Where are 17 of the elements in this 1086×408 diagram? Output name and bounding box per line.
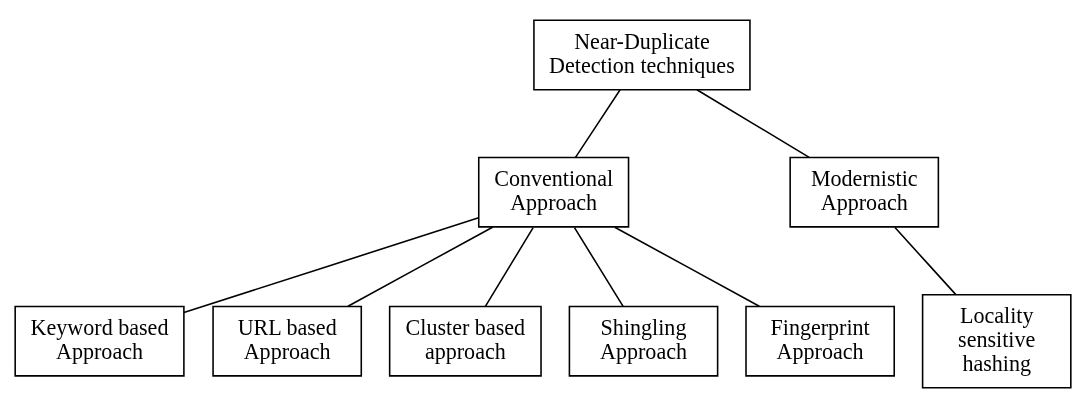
node-box: Conventional Approach xyxy=(477,156,630,228)
node-box: URL based Approach xyxy=(212,305,363,377)
node-box: Near-Duplicate Detection techniques xyxy=(533,19,751,91)
connector xyxy=(614,226,761,308)
node-box: Fingerprint Approach xyxy=(745,305,895,377)
connector xyxy=(574,88,621,159)
connector xyxy=(696,88,810,159)
connector xyxy=(484,226,534,308)
node-box: Cluster based approach xyxy=(388,305,542,377)
node-box: Locality sensitive hashing xyxy=(921,293,1072,389)
connector xyxy=(894,226,957,296)
node-box: Keyword based Approach xyxy=(14,305,185,377)
connector xyxy=(347,226,494,308)
node-box: Modernistic Approach xyxy=(789,156,940,228)
connector xyxy=(573,226,624,308)
connector xyxy=(183,217,480,314)
node-box: Shingling Approach xyxy=(568,305,719,377)
